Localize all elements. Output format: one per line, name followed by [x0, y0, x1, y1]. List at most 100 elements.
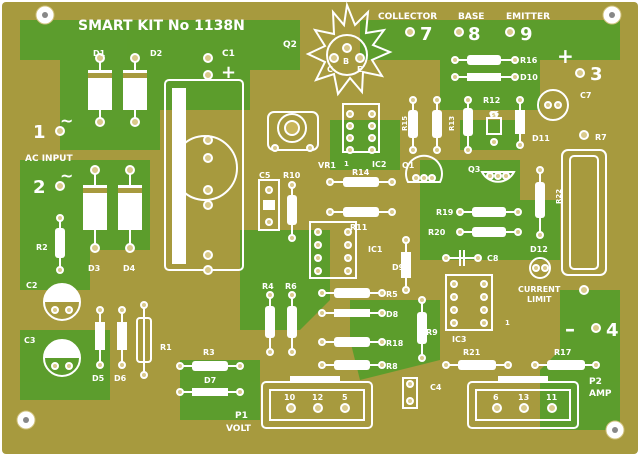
terminal-9-pad	[505, 27, 515, 37]
resistor-r16	[451, 55, 519, 65]
c1-label: C1	[222, 49, 235, 59]
r22-label: R22	[555, 189, 563, 204]
vr1-label: VR1	[318, 161, 336, 170]
ic2-label: IC2	[372, 160, 386, 169]
r8-label: R8	[386, 362, 398, 371]
q2-pin-c: C	[327, 65, 333, 74]
transistor-q3	[480, 171, 516, 183]
base-label: BASE	[458, 12, 484, 22]
c2-label: C2	[26, 281, 37, 290]
p2-pin-13: 13	[518, 393, 529, 402]
resistor-r7	[561, 130, 607, 295]
current-limit-label-line2: LIMIT	[527, 295, 552, 304]
terminal-3-sign: +	[557, 44, 574, 68]
ic2-socket	[342, 103, 380, 154]
r17-label: R17	[554, 348, 571, 357]
d9-label: D9	[392, 263, 405, 272]
current-limit-label-line1: CURRENT	[518, 285, 561, 294]
terminal-2-pad	[55, 181, 65, 191]
d2-label: D2	[150, 49, 162, 58]
terminal-1-number: 1	[33, 122, 46, 143]
diode-d5	[95, 306, 105, 369]
ic2-pin1-label: 1	[344, 160, 349, 168]
d4-label: D4	[123, 264, 136, 273]
resistor-r12	[463, 96, 473, 154]
r16-label: R16	[520, 56, 538, 65]
led-d12	[529, 257, 551, 279]
terminal-9-number: 9	[520, 24, 533, 45]
c3-label: C3	[24, 336, 35, 345]
heatsink-star	[305, 1, 393, 97]
d12-label: D12	[530, 245, 548, 254]
c8-label: C8	[487, 254, 499, 263]
potentiometer-p1	[261, 376, 373, 429]
c1-plus: +	[221, 62, 236, 83]
c4-label: C4	[430, 383, 442, 392]
resistor-r11	[326, 207, 396, 217]
d5-label: D5	[92, 374, 105, 383]
resistor-r1	[136, 301, 152, 379]
resistor-r19	[456, 207, 522, 217]
r14-label: R14	[352, 168, 370, 177]
ic3-label: IC3	[452, 335, 466, 344]
ic1-label: IC1	[368, 245, 383, 254]
terminal-7-pad	[405, 27, 415, 37]
terminal-3-number: 3	[590, 64, 603, 85]
diode-d3	[83, 165, 107, 253]
resistor-r2	[55, 214, 65, 274]
terminal-2-number: 2	[33, 177, 46, 198]
p1-name: VOLT	[226, 424, 252, 434]
capacitor-c8	[442, 250, 482, 266]
terminal-8-pad	[454, 27, 464, 37]
r6-label: R6	[285, 282, 297, 291]
d8-label: D8	[386, 310, 399, 319]
c7-label: C7	[580, 91, 591, 100]
capacitor-c7	[537, 89, 569, 121]
diode-d1	[88, 53, 112, 127]
r2-label: R2	[36, 243, 48, 252]
r13-label: R13	[448, 116, 456, 131]
terminal-1-pad	[55, 126, 65, 136]
resistor-r6	[287, 291, 297, 356]
terminal-3-pad	[575, 68, 585, 78]
c6-label: C6	[489, 110, 499, 118]
capacitor-c5	[258, 179, 280, 231]
capacitor-c6	[486, 111, 502, 146]
diode-d7	[176, 388, 244, 396]
r10-label: R10	[283, 171, 301, 180]
r4-label: R4	[262, 282, 274, 291]
resistor-r17	[531, 360, 600, 370]
board-title: SMART KIT No 1138N	[78, 18, 245, 34]
r19-label: R19	[436, 208, 454, 217]
p1-pin-10: 10	[284, 393, 296, 402]
r15-label: R15	[401, 116, 409, 131]
r20-label: R20	[428, 228, 446, 237]
r1-label: R1	[160, 343, 172, 352]
p2-name: AMP	[589, 389, 612, 399]
terminal-2-tilde: ~	[60, 166, 73, 185]
r21-label: R21	[463, 348, 481, 357]
trimmer-vr1	[267, 111, 319, 152]
terminal-8-number: 8	[468, 24, 481, 45]
q1-label: Q1	[402, 161, 415, 170]
resistor-r21	[442, 360, 512, 370]
capacitor-c4	[402, 377, 418, 409]
d6-label: D6	[114, 374, 127, 383]
transistor-q1	[405, 154, 443, 183]
emitter-label: EMITTER	[506, 12, 550, 22]
diode-d10	[451, 73, 519, 81]
c5-label: C5	[259, 171, 271, 180]
diode-d2	[123, 53, 147, 127]
r7-label: R7	[595, 133, 607, 142]
r3-label: R3	[203, 348, 215, 357]
terminal-4-pad	[591, 323, 601, 333]
d7-label: D7	[204, 376, 216, 385]
q2-pin-b: B	[343, 57, 349, 66]
capacitor-c3	[43, 339, 81, 377]
diode-d4	[118, 165, 142, 253]
terminal-4-sign: –	[565, 317, 575, 341]
p2-pin-6: 6	[493, 393, 499, 402]
ac-input-label: AC INPUT	[25, 154, 73, 164]
